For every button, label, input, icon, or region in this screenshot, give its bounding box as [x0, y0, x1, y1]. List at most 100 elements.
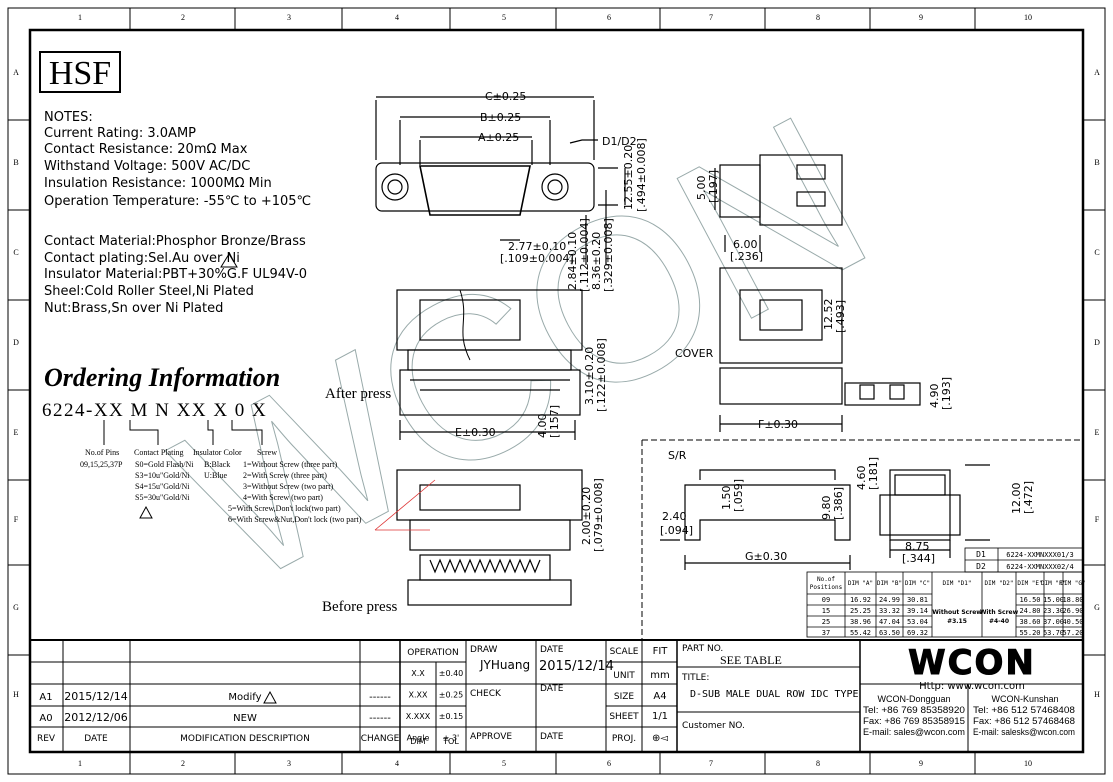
material-line: Sheel:Cold Roller Steel,Ni Plated — [44, 284, 254, 299]
dim-header: DIM "F" — [1041, 580, 1066, 587]
dim-e2-inch: [.122±0.008] — [595, 338, 608, 412]
draw-label: DRAW — [470, 645, 497, 655]
material-line: Insulator Material:PBT+30%G.F UL94V-0 — [44, 267, 307, 282]
rev-code: A1 — [39, 692, 52, 703]
dim-height-inch: [.494±0.008] — [635, 138, 648, 212]
grid-col-label: 6 — [607, 759, 611, 768]
ordering-leaders — [103, 420, 263, 445]
dim-cell: 24.80 — [1019, 607, 1040, 615]
dim-s4-inch: [.193] — [940, 377, 953, 410]
tolerance-value: ±0.25 — [439, 691, 464, 700]
dim-pitch: 2.77±0.10 — [508, 240, 566, 253]
dim-header: DIM "E" — [1017, 580, 1042, 587]
dim-header: DIM "G" — [1060, 580, 1085, 587]
grid-col-label: 2 — [181, 13, 185, 22]
note-line: Current Rating: 3.0AMP — [44, 126, 196, 141]
grid-row-label: F — [1095, 515, 1100, 524]
cover-label: COVER — [675, 347, 714, 360]
pins-label: No.of Pins — [85, 448, 119, 457]
dongguan-tel: Tel: +86 769 85358920 — [863, 705, 965, 715]
rev-date: 2015/12/14 — [64, 690, 127, 703]
grid-col-label: 9 — [919, 759, 923, 768]
grid-col-label: 7 — [709, 759, 713, 768]
title-label: TITLE: — [681, 673, 709, 683]
dim-sr3-inch: [.059] — [732, 479, 745, 512]
dim-e1: 4.00 — [536, 414, 549, 439]
tolerance-title: OPERATION — [407, 648, 459, 658]
color-option: U:Blue — [204, 471, 228, 480]
dim-table-border — [806, 571, 1084, 638]
dim-cell: 15 — [822, 607, 830, 615]
note-line: Insulation Resistance: 1000MΩ Min — [44, 176, 272, 191]
tolerance-dim: X.X — [411, 669, 425, 678]
grid-col-label: 8 — [816, 13, 820, 22]
dim-sr6: 8.75 — [905, 540, 930, 553]
plating-option: S4=15u"Gold/Ni — [135, 482, 190, 491]
ordering-title: Ordering Information — [44, 363, 280, 392]
dim-sr6-inch: [.344] — [902, 552, 935, 565]
dim-sr4: 9.80 — [820, 496, 833, 521]
kunshan-tel: Tel: +86 512 57468408 — [973, 705, 1075, 715]
dim-height: 12.55±0.20 — [622, 145, 635, 210]
dim-h3: 8.36±0.20 — [590, 232, 603, 290]
date-label: DATE — [540, 732, 564, 742]
grid-col-label: 5 — [502, 759, 506, 768]
date-label: DATE — [540, 684, 564, 694]
grid-row-label: H — [1094, 690, 1100, 699]
dim-cell: 15.00 — [1043, 596, 1064, 604]
dim-sr1: 4.60 — [855, 466, 868, 491]
grid-row-label: E — [14, 428, 19, 437]
material-line: Contact Material:Phosphor Bronze/Brass — [44, 234, 306, 249]
company-url: Http: www.wcon.com — [919, 681, 1025, 692]
revision-triangle-icon — [220, 253, 238, 268]
screw-option: 2=With Screw (three part) — [243, 471, 327, 480]
grid-col-label: 2 — [181, 759, 185, 768]
dim-cell: 37 — [822, 629, 830, 637]
sheet-sheet-value: 1/1 — [652, 711, 668, 722]
dim-header: DIM "C" — [905, 580, 930, 587]
grid-col-label: 7 — [709, 13, 713, 22]
grid-col-label: 10 — [1024, 759, 1032, 768]
after-press-label: After press — [325, 386, 391, 402]
dim-h2: 2.84±0.10 — [566, 232, 579, 290]
tolerance-value: ± 3' — [443, 734, 460, 743]
dim-cell: 23.30 — [1043, 607, 1064, 615]
screw-option: 6=With Screw&Nut,Don't lock (two part) — [228, 515, 362, 524]
dim-e1-inch: [.157] — [548, 405, 561, 438]
grid-row-label: H — [13, 690, 19, 699]
tolerance-dim: X.XX — [409, 691, 429, 700]
dim-sr1-inch: [.181] — [867, 457, 880, 490]
sr-view — [660, 464, 990, 570]
rev-header: CHANGE — [361, 734, 400, 744]
color-label: Insulator Color — [193, 448, 242, 457]
dim-h3-inch: [.329±0.008] — [602, 218, 615, 292]
dim-cell: 55.42 — [850, 629, 871, 637]
dim-d2-note: With Screw#4-40 — [980, 609, 1019, 625]
rev-code: A0 — [39, 713, 52, 724]
part-no-value: SEE TABLE — [720, 653, 782, 667]
dongguan-name: WCON-Dongguan — [877, 694, 950, 704]
dim-bp-inch: [.079±0.008] — [592, 478, 605, 552]
grid-row-label: B — [1094, 158, 1099, 167]
grid-col-label: 3 — [287, 759, 291, 768]
dim-sr2-inch: [.472] — [1022, 481, 1035, 514]
dim-cell: 40.50 — [1062, 618, 1083, 626]
screw-option: 4=With Screw (two part) — [243, 493, 323, 502]
dim-cell: 69.32 — [907, 629, 928, 637]
note-line: Contact Resistance: 20mΩ Max — [44, 142, 248, 157]
grid-col-label: 6 — [607, 13, 611, 22]
dim-e: E±0.30 — [455, 426, 496, 439]
date-label: DATE — [540, 645, 564, 655]
dim-cell: 63.50 — [879, 629, 900, 637]
tolerance-header: DIM — [410, 737, 426, 746]
plating-option: S3=10u"Gold/Ni — [135, 471, 190, 480]
dim-s3-inch: [.493] — [834, 300, 847, 333]
drawer-name: JYHuang — [479, 658, 530, 672]
d-code: D1 — [976, 550, 986, 559]
grid-row-label: A — [1094, 68, 1100, 77]
plating-option: S5=30u"Gold/Ni — [135, 493, 190, 502]
